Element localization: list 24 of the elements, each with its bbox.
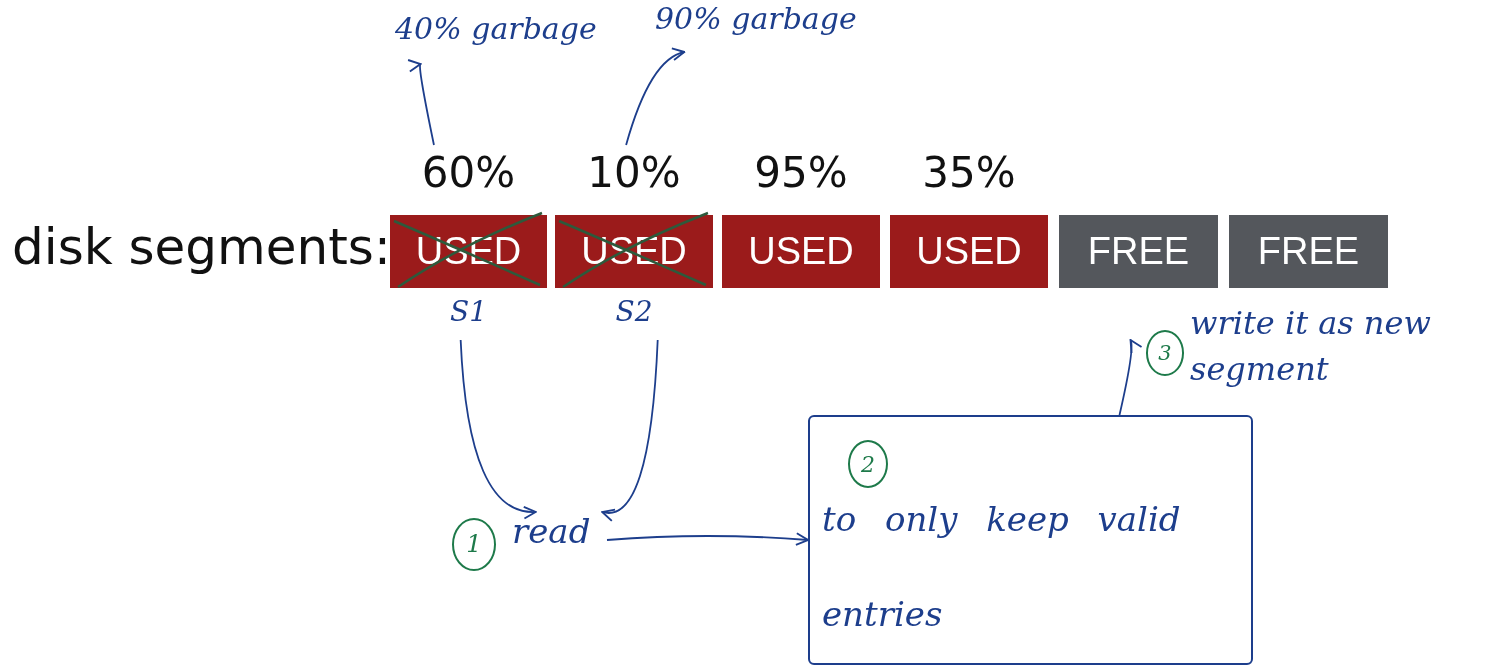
disk-segment: FREE — [1059, 215, 1218, 288]
arrow — [459, 339, 537, 519]
handwritten-note: read — [512, 512, 607, 568]
row-label: disk segments: — [12, 218, 391, 276]
process-box — [808, 415, 1253, 665]
callout-number: 2 — [848, 440, 888, 488]
handwritten-note: 90% garbage — [655, 2, 900, 52]
segment-name: S2 — [614, 295, 654, 328]
arrow — [625, 48, 686, 146]
callout-number: 3 — [1146, 330, 1184, 376]
arrow — [601, 339, 659, 521]
arrow — [1118, 339, 1141, 416]
percentage-label: 60% — [420, 147, 517, 199]
callout-number: 1 — [452, 518, 496, 571]
disk-segment: FREE — [1229, 215, 1388, 288]
arrow — [606, 532, 809, 546]
percentage-label: 35% — [921, 147, 1017, 199]
segment-name: S1 — [449, 295, 488, 328]
percentage-label: 95% — [753, 147, 849, 199]
process-text: to only keep valid entries — [822, 498, 1182, 637]
percentage-label: 10% — [586, 147, 682, 199]
disk-segment: USED — [890, 215, 1048, 288]
handwritten-note: 40% garbage — [395, 12, 650, 64]
disk-segment: USED — [722, 215, 880, 288]
